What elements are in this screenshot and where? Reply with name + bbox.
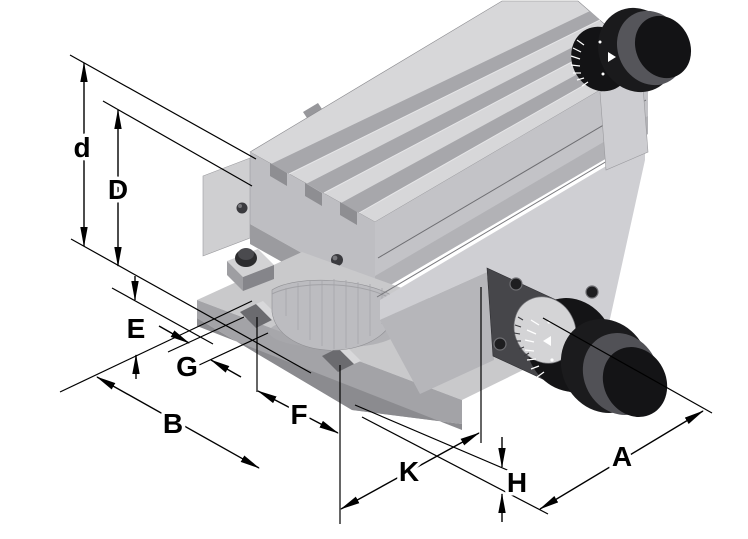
dimension-label-K: K: [399, 456, 419, 487]
upper-dial-index-triangle: [608, 52, 616, 62]
extension-line-base-corner-lower: [361, 416, 549, 515]
lower-handwheel: [513, 296, 668, 417]
gib-screw-highlight: [332, 255, 338, 261]
lower-knurl-ticks: [513, 316, 530, 357]
t-slot-groove: [306, 28, 619, 193]
dimension-E: E: [123, 276, 149, 379]
dimension-label-d: d: [73, 132, 90, 163]
extension-line-base-bottom: [70, 238, 312, 374]
dimension-H: H: [498, 437, 531, 522]
table-end-face: [250, 152, 375, 294]
dimension-K: K: [340, 432, 480, 510]
gib-screw: [236, 202, 248, 214]
table-side-slot-line: [377, 99, 647, 259]
dimension-F: F: [257, 390, 339, 434]
extension-line-table-top: [69, 54, 257, 160]
clamp-bolt-head: [238, 248, 254, 260]
extension-line-slot-edge-1: [167, 316, 245, 353]
upper-dial-ticks: [570, 39, 589, 87]
dimension-B: B: [96, 376, 260, 469]
t-slot-end-cut: [305, 183, 322, 206]
clamp-side: [243, 265, 274, 291]
lower-slide-front-face: [380, 272, 494, 394]
t-slot-end-cut: [270, 163, 287, 186]
slide-seam-line: [376, 137, 647, 298]
dimension-label-B: B: [163, 408, 183, 439]
dimension-annotations: d D E G B F K: [59, 54, 713, 524]
clamp-front: [227, 261, 243, 291]
dimension-label-D: D: [108, 174, 128, 205]
lower-dial-ticks: [524, 319, 545, 378]
upper-handwheel: [570, 7, 692, 171]
extension-line-handwheel-end: [542, 317, 713, 414]
dimension-D: D: [104, 109, 132, 267]
upper-dial-dot: [598, 40, 602, 44]
machine-illustration: [197, 0, 692, 430]
extension-line-base-top: [111, 287, 214, 345]
dimension-A: A: [539, 410, 704, 510]
dimension-label-A: A: [612, 441, 632, 472]
base-slot-front: [322, 348, 354, 372]
t-slot-groove: [271, 11, 600, 174]
extension-line-table-bottom: [102, 100, 253, 187]
dimension-label-H: H: [507, 467, 527, 498]
extension-line-slot-edge-2: [196, 332, 269, 367]
dimension-label-G: G: [176, 351, 198, 382]
gib-screw-highlight: [238, 204, 242, 208]
t-slot-groove: [341, 46, 639, 213]
upper-dial-dot: [601, 72, 605, 76]
extension-line-base-left: [59, 300, 253, 393]
table-side-shadow: [375, 116, 648, 294]
lower-dial-dot: [550, 358, 554, 362]
lower-dial-index-triangle: [543, 336, 551, 346]
lower-slide-top-face: [380, 143, 645, 328]
upper-knob-cap: [634, 15, 692, 79]
table-rear-pin: [303, 103, 322, 118]
t-slot-highlight: [288, 19, 601, 175]
end-plate-screw: [585, 285, 599, 299]
dimension-label-E: E: [127, 313, 146, 344]
t-slot-end-cut: [340, 202, 357, 225]
swivel-rim-line: [271, 284, 397, 303]
lower-knob-cap: [602, 347, 668, 417]
base-slot-left: [240, 304, 272, 328]
end-plate-screw: [509, 277, 523, 291]
dimension-label-F: F: [290, 399, 307, 430]
end-plate-screw: [493, 337, 507, 351]
dimension-d: d: [70, 62, 94, 247]
